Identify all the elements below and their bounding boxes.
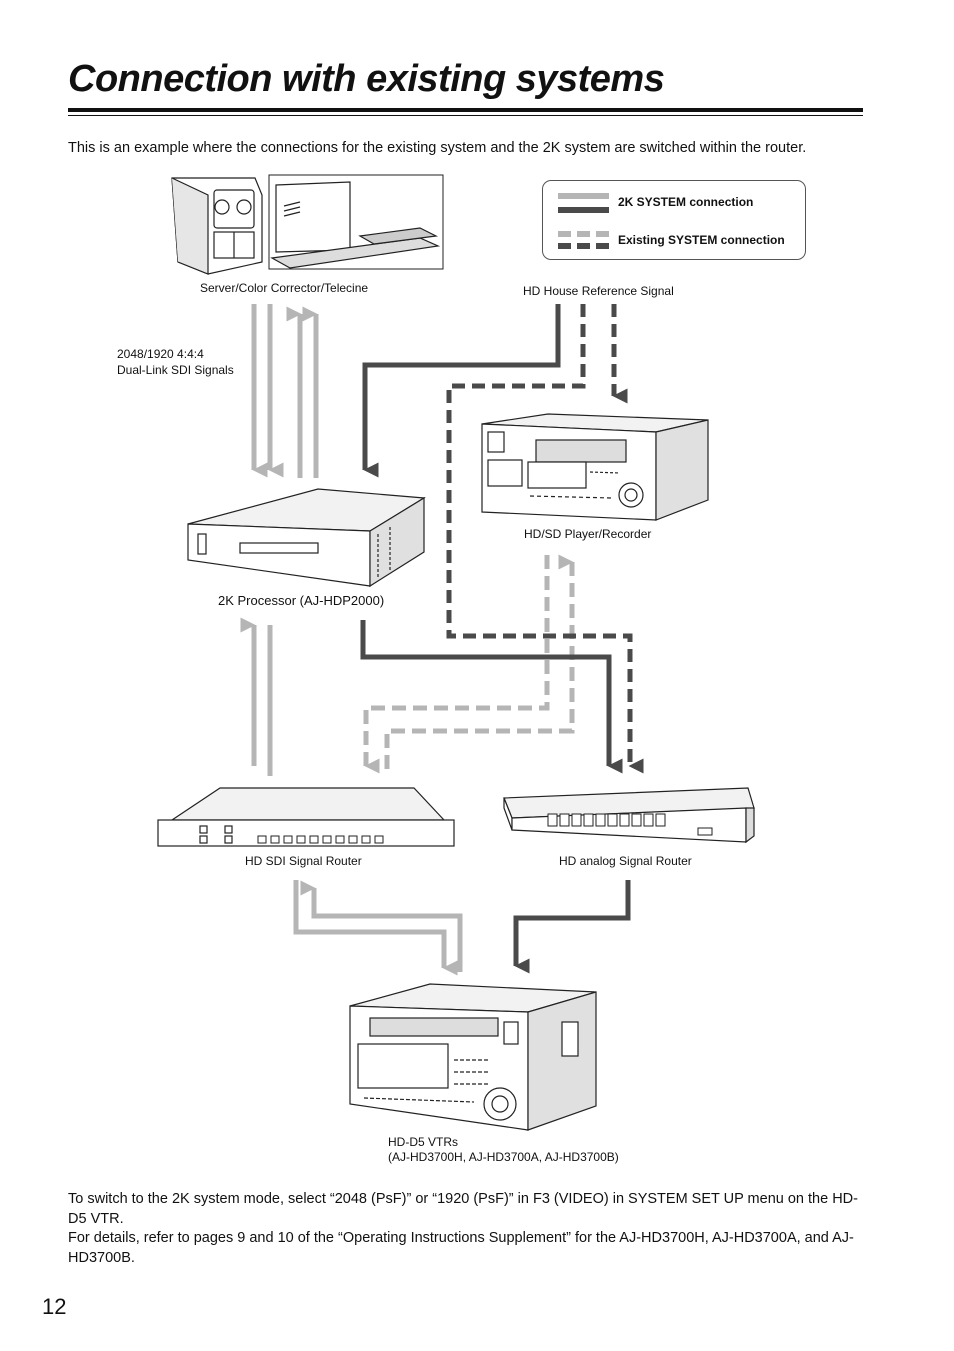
sdi-router-illustration bbox=[157, 787, 455, 847]
legend-swatch-existing bbox=[558, 231, 609, 237]
paragraph-switch-mode: To switch to the 2K system mode, select … bbox=[68, 1191, 858, 1227]
vtr-illustration bbox=[349, 983, 597, 1131]
legend-swatch-2k bbox=[558, 193, 609, 199]
sdi-vtr-links bbox=[293, 880, 463, 976]
dark-links bbox=[360, 304, 631, 974]
player-recorder-illustration bbox=[481, 413, 709, 521]
paragraph-details: For details, refer to pages 9 and 10 of … bbox=[68, 1230, 854, 1266]
label-server: Server/Color Corrector/Telecine bbox=[200, 281, 369, 295]
page-title: Connection with existing systems bbox=[68, 58, 665, 100]
legend-label-2k: 2K SYSTEM connection bbox=[618, 195, 754, 209]
player-sdi-links bbox=[363, 554, 575, 776]
analog-router-illustration bbox=[503, 787, 755, 844]
label-player: HD/SD Player/Recorder bbox=[524, 527, 652, 541]
title-rule-thin bbox=[68, 115, 863, 116]
legend-label-existing: Existing SYSTEM connection bbox=[618, 233, 785, 247]
intro-text: This is an example where the connections… bbox=[68, 140, 807, 156]
legend-box: 2K SYSTEM connection Existing SYSTEM con… bbox=[542, 180, 806, 260]
label-sdi-router: HD SDI Signal Router bbox=[245, 854, 362, 868]
label-processor: 2K Processor (AJ-HDP2000) bbox=[218, 593, 385, 608]
processor-illustration bbox=[187, 488, 426, 588]
page-number: 12 bbox=[42, 1294, 67, 1319]
processor-sdi-links bbox=[240, 617, 273, 776]
body-text: To switch to the 2K system mode, select … bbox=[68, 1190, 873, 1268]
legend-swatch-2k-dark bbox=[558, 207, 609, 213]
label-analog-router: HD analog Signal Router bbox=[559, 854, 692, 868]
label-vtr-1: HD-D5 VTRs bbox=[388, 1135, 459, 1149]
label-house-reference: HD House Reference Signal bbox=[523, 284, 674, 298]
server-device-illustration bbox=[171, 174, 444, 275]
legend-swatch-existing-dark bbox=[558, 243, 609, 249]
server-processor-links bbox=[251, 304, 319, 478]
label-vtr-2: (AJ-HD3700H, AJ-HD3700A, AJ-HD3700B) bbox=[388, 1150, 619, 1164]
label-dual-link-1: 2048/1920 4:4:4 bbox=[117, 347, 204, 361]
label-dual-link-2: Dual-Link SDI Signals bbox=[117, 363, 234, 377]
dark-dashed-links bbox=[446, 304, 644, 774]
title-rule bbox=[68, 108, 863, 112]
